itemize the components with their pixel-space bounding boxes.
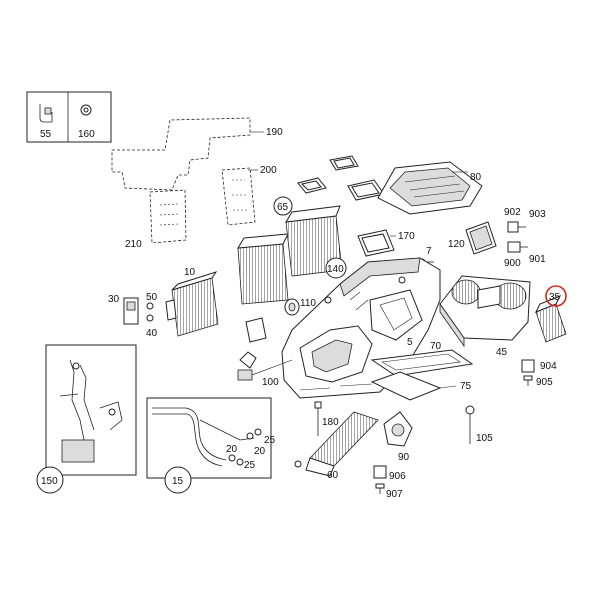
label-120: 120 xyxy=(448,239,465,250)
label-20a: 20 xyxy=(254,446,266,457)
grommet-icon xyxy=(80,104,92,116)
label-907: 907 xyxy=(386,489,403,500)
label-110: 110 xyxy=(300,298,316,309)
label-200: 200 xyxy=(260,165,277,176)
seal-frames xyxy=(297,155,385,201)
label-70: 70 xyxy=(430,341,442,352)
label-65: 65 xyxy=(277,202,289,213)
insulation-mat-190: 190 xyxy=(111,117,283,191)
label-901: 901 xyxy=(529,254,546,265)
parts-906-907: 906 907 xyxy=(373,465,406,500)
group-box-15: 25 20 25 20 15 xyxy=(146,397,276,494)
seal-170: 170 xyxy=(357,229,415,257)
label-105: 105 xyxy=(476,433,493,444)
callout-65 xyxy=(273,196,293,216)
label-170: 170 xyxy=(398,231,415,242)
label-75: 75 xyxy=(460,381,472,392)
actuator-110: 110 xyxy=(284,298,316,316)
label-140: 140 xyxy=(327,264,344,275)
label-100: 100 xyxy=(262,377,279,388)
label-60: 60 xyxy=(327,470,339,481)
heater-core-10: 10 xyxy=(165,267,219,337)
top-cover-80: 80 xyxy=(377,161,483,215)
actuator-motor-90: 90 xyxy=(383,411,413,463)
label-900: 900 xyxy=(504,258,521,269)
blower-regulator-35: 35 xyxy=(534,285,567,343)
flap-part xyxy=(245,317,267,343)
part-box-55-160: 55 160 xyxy=(26,91,112,143)
label-10: 10 xyxy=(184,267,196,278)
label-210: 210 xyxy=(125,239,142,250)
connector-100: 100 xyxy=(237,351,293,388)
insulation-mat-210: 210 xyxy=(125,189,187,250)
label-160: 160 xyxy=(78,129,95,140)
insulation-mat-200: 200 xyxy=(221,165,277,226)
label-45: 45 xyxy=(496,347,508,358)
label-904: 904 xyxy=(540,361,557,372)
label-905: 905 xyxy=(536,377,553,388)
label-50: 50 xyxy=(146,292,158,303)
label-40: 40 xyxy=(146,328,158,339)
group-box-150: 150 xyxy=(36,344,137,494)
panel-70: 70 xyxy=(370,341,474,377)
sensors-900-903: 902 903 900 901 xyxy=(504,207,546,269)
sensor-105: 105 xyxy=(465,405,493,444)
control-unit-120: 120 xyxy=(448,221,497,255)
panel-75: 75 xyxy=(370,371,472,401)
label-55: 55 xyxy=(40,129,52,140)
label-150: 150 xyxy=(41,476,58,487)
label-15: 15 xyxy=(172,476,184,487)
label-30: 30 xyxy=(108,294,120,305)
label-25b: 25 xyxy=(244,460,256,471)
label-906: 906 xyxy=(389,471,406,482)
expansion-valve-30: 30 50 40 xyxy=(108,292,158,339)
evaporator-60: 60 xyxy=(294,411,379,481)
parts-904-905: 904 905 xyxy=(521,359,557,388)
label-5: 5 xyxy=(407,337,413,348)
callout-140: 140 xyxy=(325,257,347,279)
blower-housing-45: 45 xyxy=(439,275,531,358)
clip-icon xyxy=(39,104,53,123)
label-180: 180 xyxy=(322,417,339,428)
label-7: 7 xyxy=(426,246,432,257)
callout-150 xyxy=(36,466,64,494)
label-902: 902 xyxy=(504,207,521,218)
label-80: 80 xyxy=(470,172,482,183)
label-35: 35 xyxy=(549,292,561,303)
label-903: 903 xyxy=(529,209,546,220)
hvac-housing-main: 5 xyxy=(281,257,441,399)
sensor-180: 180 xyxy=(314,401,339,436)
cabin-filters-65: 65 xyxy=(237,196,343,305)
label-25a: 25 xyxy=(264,435,276,446)
highlight-circle-35 xyxy=(545,285,567,307)
label-20b: 20 xyxy=(226,444,238,455)
label-190: 190 xyxy=(266,127,283,138)
label-90: 90 xyxy=(398,452,410,463)
callout-15 xyxy=(164,466,192,494)
